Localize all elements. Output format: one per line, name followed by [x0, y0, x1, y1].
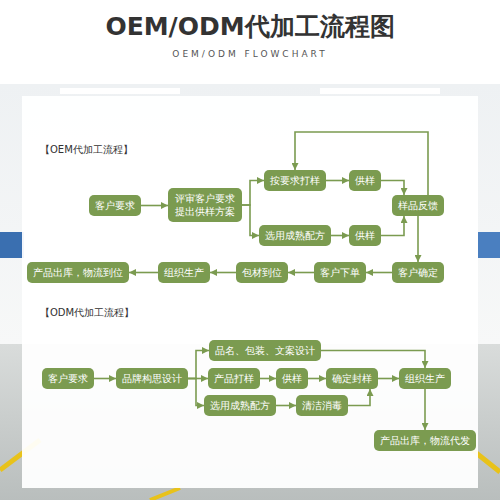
connector-arrow	[381, 216, 404, 236]
box-text: 客户要求	[95, 199, 135, 212]
connector-arrow	[366, 272, 392, 274]
box-text: 评审客户要求 提出供样方案	[174, 192, 236, 218]
floor-stripe	[150, 488, 180, 500]
connector-arrow	[381, 181, 404, 196]
process-box: 品牌构思设计	[116, 368, 188, 389]
process-box: 品名、包装、文案设计	[209, 340, 321, 361]
box-text: 组织生产	[405, 372, 445, 385]
title: OEM/ODM代加工流程图	[0, 12, 500, 42]
ceiling-light	[60, 88, 180, 94]
connector-arrow	[242, 181, 264, 206]
process-box: 评审客户要求 提出供样方案	[168, 188, 242, 222]
box-text: 清洁消毒	[302, 399, 342, 412]
connector-arrow	[321, 351, 425, 369]
process-box: 供样	[349, 170, 381, 191]
box-text: 确定封样	[332, 372, 372, 385]
process-box: 产品出库，物流到位	[27, 262, 129, 283]
box-text: 产品出库，物流到位	[33, 266, 123, 279]
process-box: 供样	[276, 368, 308, 389]
process-box: 清洁消毒	[296, 395, 348, 416]
connector-arrow	[129, 272, 158, 274]
section-heading: 【ODM代加工流程】	[40, 306, 134, 320]
box-text: 客户要求	[48, 372, 88, 385]
process-box: 确定封样	[326, 368, 378, 389]
process-box: 客户下单	[314, 262, 366, 283]
process-box: 客户要求	[42, 368, 94, 389]
connector-arrow	[188, 351, 209, 379]
connector-arrow	[417, 216, 419, 262]
connector-arrow	[188, 379, 204, 406]
connector-arrow	[378, 378, 399, 380]
box-text: 供样	[355, 174, 375, 187]
blue-pallet	[0, 232, 24, 258]
process-box: 客户要求	[89, 195, 141, 216]
process-box: 样品反馈	[392, 195, 444, 216]
box-text: 产品打样	[214, 372, 254, 385]
ceiling-light	[320, 88, 440, 94]
process-box: 按要求打样	[264, 170, 326, 191]
box-text: 客户下单	[320, 266, 360, 279]
process-box: 包材到位	[236, 262, 288, 283]
connector-arrow	[331, 235, 349, 237]
box-text: 品牌构思设计	[122, 372, 182, 385]
process-box: 组织生产	[158, 262, 210, 283]
connector-arrow	[260, 378, 276, 380]
connector-arrow	[288, 272, 314, 274]
white-panel	[22, 96, 478, 488]
process-box: 组织生产	[399, 368, 451, 389]
connector-arrow	[210, 272, 236, 274]
connector-arrow	[276, 405, 296, 407]
blue-pallet	[478, 232, 500, 258]
box-text: 选用成熟配方	[210, 399, 270, 412]
process-box: 客户确定	[392, 262, 444, 283]
subtitle: OEM/ODM FLOWCHART	[172, 49, 327, 59]
box-text: 品名、包装、文案设计	[215, 344, 315, 357]
connector-arrow	[308, 378, 326, 380]
title-band	[0, 0, 500, 84]
connector-arrow	[424, 389, 426, 430]
box-text: 按要求打样	[270, 174, 320, 187]
box-text: 包材到位	[242, 266, 282, 279]
process-box: 选用成熟配方	[259, 225, 331, 246]
box-text: 样品反馈	[398, 199, 438, 212]
process-box: 供样	[349, 225, 381, 246]
process-box: 产品打样	[208, 368, 260, 389]
section-heading: 【OEM代加工流程】	[40, 143, 133, 157]
connector-arrow	[242, 205, 259, 236]
connector-arrow	[94, 378, 116, 380]
process-box: 产品出库，物流代发	[374, 430, 476, 451]
connector-arrow	[348, 389, 370, 406]
box-text: 客户确定	[398, 266, 438, 279]
box-text: 供样	[355, 229, 375, 242]
connector-arrow	[326, 180, 349, 182]
process-box: 选用成熟配方	[204, 395, 276, 416]
box-text: 选用成熟配方	[265, 229, 325, 242]
box-text: 供样	[282, 372, 302, 385]
box-text: 产品出库，物流代发	[380, 434, 470, 447]
box-text: 组织生产	[164, 266, 204, 279]
connector-arrow	[141, 205, 168, 207]
